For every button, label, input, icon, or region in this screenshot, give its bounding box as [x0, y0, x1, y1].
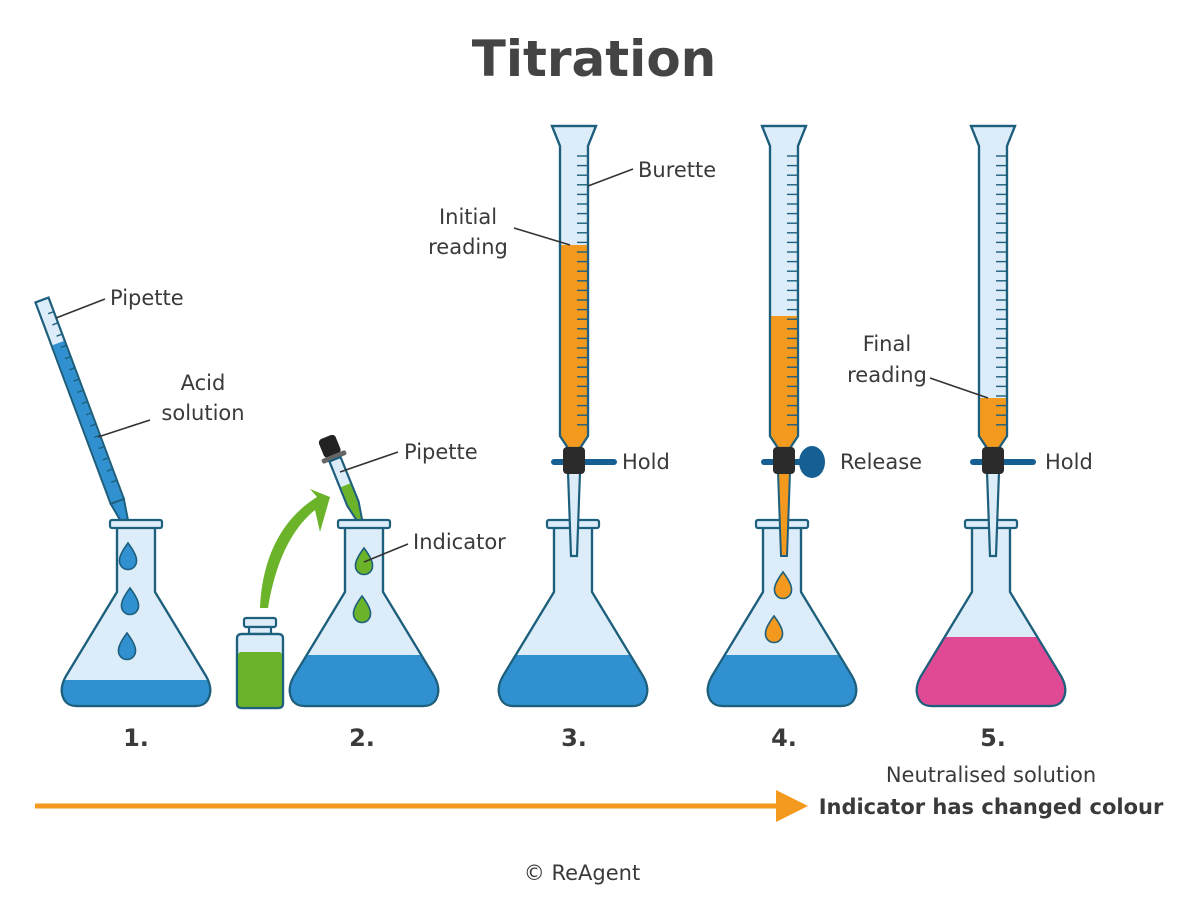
graduation-tick [94, 434, 101, 438]
flask-2 [288, 518, 440, 708]
pipette-1 [34, 296, 131, 532]
indicator-bottle [235, 616, 285, 710]
step-number-4: 4. [771, 724, 797, 752]
flask-1 [60, 518, 212, 708]
label-reading: reading [428, 235, 508, 259]
label-hold-3: Hold [622, 450, 670, 474]
step-1: Pipette Acid solution 1. [34, 286, 245, 752]
graduation-tick [64, 355, 71, 360]
graduation-tick [73, 378, 80, 382]
label-indicator: Indicator [413, 530, 506, 554]
step-number-3: 3. [561, 724, 587, 752]
label-acid: Acid [181, 371, 226, 395]
label-initial: Initial [439, 205, 497, 229]
acid-solution [61, 680, 211, 706]
burette-4 [760, 124, 825, 557]
step-4: Release 4. [706, 124, 922, 752]
graduation-tick [56, 333, 63, 337]
label-burette: Burette [638, 158, 716, 182]
copyright: © ReAgent [524, 861, 640, 885]
graduation-tick [98, 445, 105, 450]
stopcock [563, 447, 585, 474]
label-hold-5: Hold [1045, 450, 1093, 474]
step-number-5: 5. [980, 724, 1006, 752]
label-final-reading: reading [847, 363, 927, 387]
page-title: Titration [472, 30, 717, 88]
graduation-tick [89, 423, 97, 427]
stopcock [982, 447, 1004, 474]
step-3: Burette Initial reading Hold 3. [428, 124, 716, 752]
graduation-tick [60, 344, 67, 349]
graduation-tick [47, 310, 55, 315]
label-pipette-2: Pipette [404, 440, 478, 464]
acid-solution [289, 655, 439, 706]
stopcock [773, 447, 795, 474]
step-number-1: 1. [123, 724, 149, 752]
graduation-tick [52, 322, 59, 326]
label-release: Release [840, 450, 922, 474]
result-line-2: Indicator has changed colour [819, 795, 1164, 819]
graduation-tick [106, 468, 113, 472]
step-number-2: 2. [349, 724, 375, 752]
step-5: Final reading Hold 5. [847, 124, 1093, 752]
stopcock-tap-open[interactable] [799, 446, 825, 478]
label-pipette-1: Pipette [110, 286, 184, 310]
step-2: Pipette Indicator 2. [235, 434, 506, 752]
result-line-1: Neutralised solution [886, 763, 1096, 787]
graduation-tick [110, 479, 118, 483]
graduation-tick [77, 389, 84, 394]
burette-3 [550, 124, 617, 558]
burette-5 [969, 124, 1036, 558]
transfer-arrow-icon [260, 489, 330, 608]
neutralised-solution [916, 637, 1066, 706]
acid-in-pipette [52, 340, 123, 503]
progress-arrow-icon [35, 790, 808, 822]
graduation-tick [85, 412, 92, 416]
label-final: Final [863, 332, 911, 356]
graduation-tick [81, 400, 88, 405]
graduation-tick [68, 367, 76, 371]
label-solution: solution [161, 401, 244, 425]
graduation-tick [102, 457, 109, 461]
